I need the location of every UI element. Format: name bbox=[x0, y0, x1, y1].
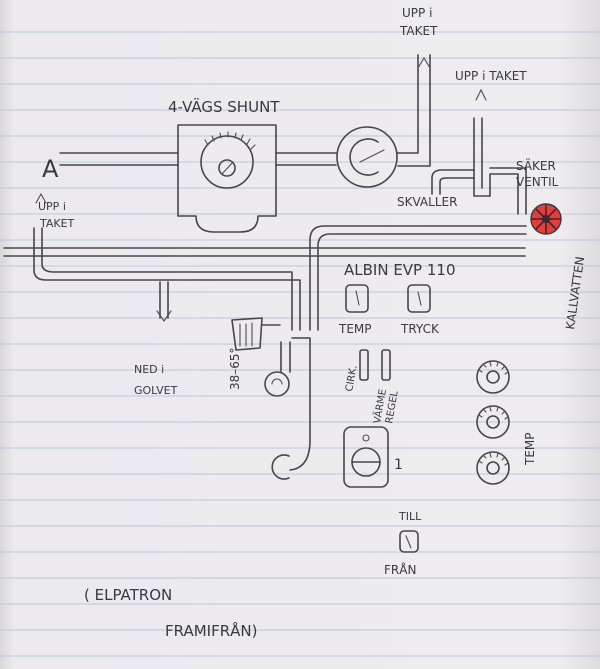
pump bbox=[336, 126, 398, 188]
thermostat-icon bbox=[231, 317, 281, 351]
drain-coil-icon bbox=[264, 371, 290, 480]
label-shunt: 4-VÄGS SHUNT bbox=[168, 97, 280, 116]
label-valve-1: SÄKER bbox=[516, 158, 556, 173]
label-switch-position: 1 bbox=[394, 457, 403, 473]
label-floor-1: NED i bbox=[134, 363, 164, 376]
safety-valve-icon bbox=[530, 203, 562, 235]
ruled-lines bbox=[0, 31, 600, 657]
temp-knobs bbox=[476, 360, 510, 485]
on-off-switch-icon bbox=[399, 530, 419, 553]
label-off: FRÅN bbox=[384, 562, 416, 577]
label-roof-top-1: UPP i bbox=[402, 6, 432, 20]
label-range: 38–65° bbox=[228, 347, 242, 390]
note-line-2: FRAMIFRÅN) bbox=[165, 621, 257, 640]
flow-arrows bbox=[35, 56, 487, 322]
label-valve-2: VENTIL bbox=[516, 175, 559, 189]
label-roof-right: UPP i TAKET bbox=[455, 69, 527, 83]
regulator-switches bbox=[359, 349, 391, 381]
label-floor-2: GOLVET bbox=[134, 384, 178, 397]
label-on: TILL bbox=[398, 510, 422, 523]
label-a: A bbox=[42, 155, 59, 183]
label-pressure-gauge: TRYCK bbox=[400, 322, 440, 336]
pipes bbox=[3, 54, 527, 471]
arrow-up-roof-left bbox=[35, 192, 47, 204]
arrow-down-floor bbox=[156, 310, 172, 322]
label-roof-left-1: UPP i bbox=[38, 200, 66, 213]
four-way-shunt bbox=[177, 124, 277, 233]
label-overflow: SKVALLER bbox=[397, 195, 457, 209]
arrow-up-roof-right bbox=[475, 88, 487, 101]
label-roof-top-2: TAKET bbox=[399, 24, 438, 38]
label-unit: ALBIN EVP 110 bbox=[344, 261, 456, 279]
temp-knob-3-icon bbox=[476, 451, 510, 485]
note-line-1: ( ELPATRON bbox=[84, 586, 172, 604]
pressure-gauge-icon bbox=[407, 284, 431, 313]
label-cold-water: KALLVATTEN bbox=[563, 256, 587, 331]
arrow-up-roof-top bbox=[417, 56, 431, 69]
label-temp-gauge: TEMP bbox=[338, 322, 372, 336]
label-temp-knobs: TEMP bbox=[523, 432, 537, 466]
label-roof-left-2: TAKET bbox=[39, 217, 75, 230]
rotary-switch-icon bbox=[343, 426, 389, 488]
label-circ: CIRK. bbox=[344, 364, 359, 392]
temp-knob-1-icon bbox=[476, 360, 510, 394]
temp-knob-2-icon bbox=[476, 405, 510, 439]
temp-gauge-icon bbox=[345, 284, 369, 313]
